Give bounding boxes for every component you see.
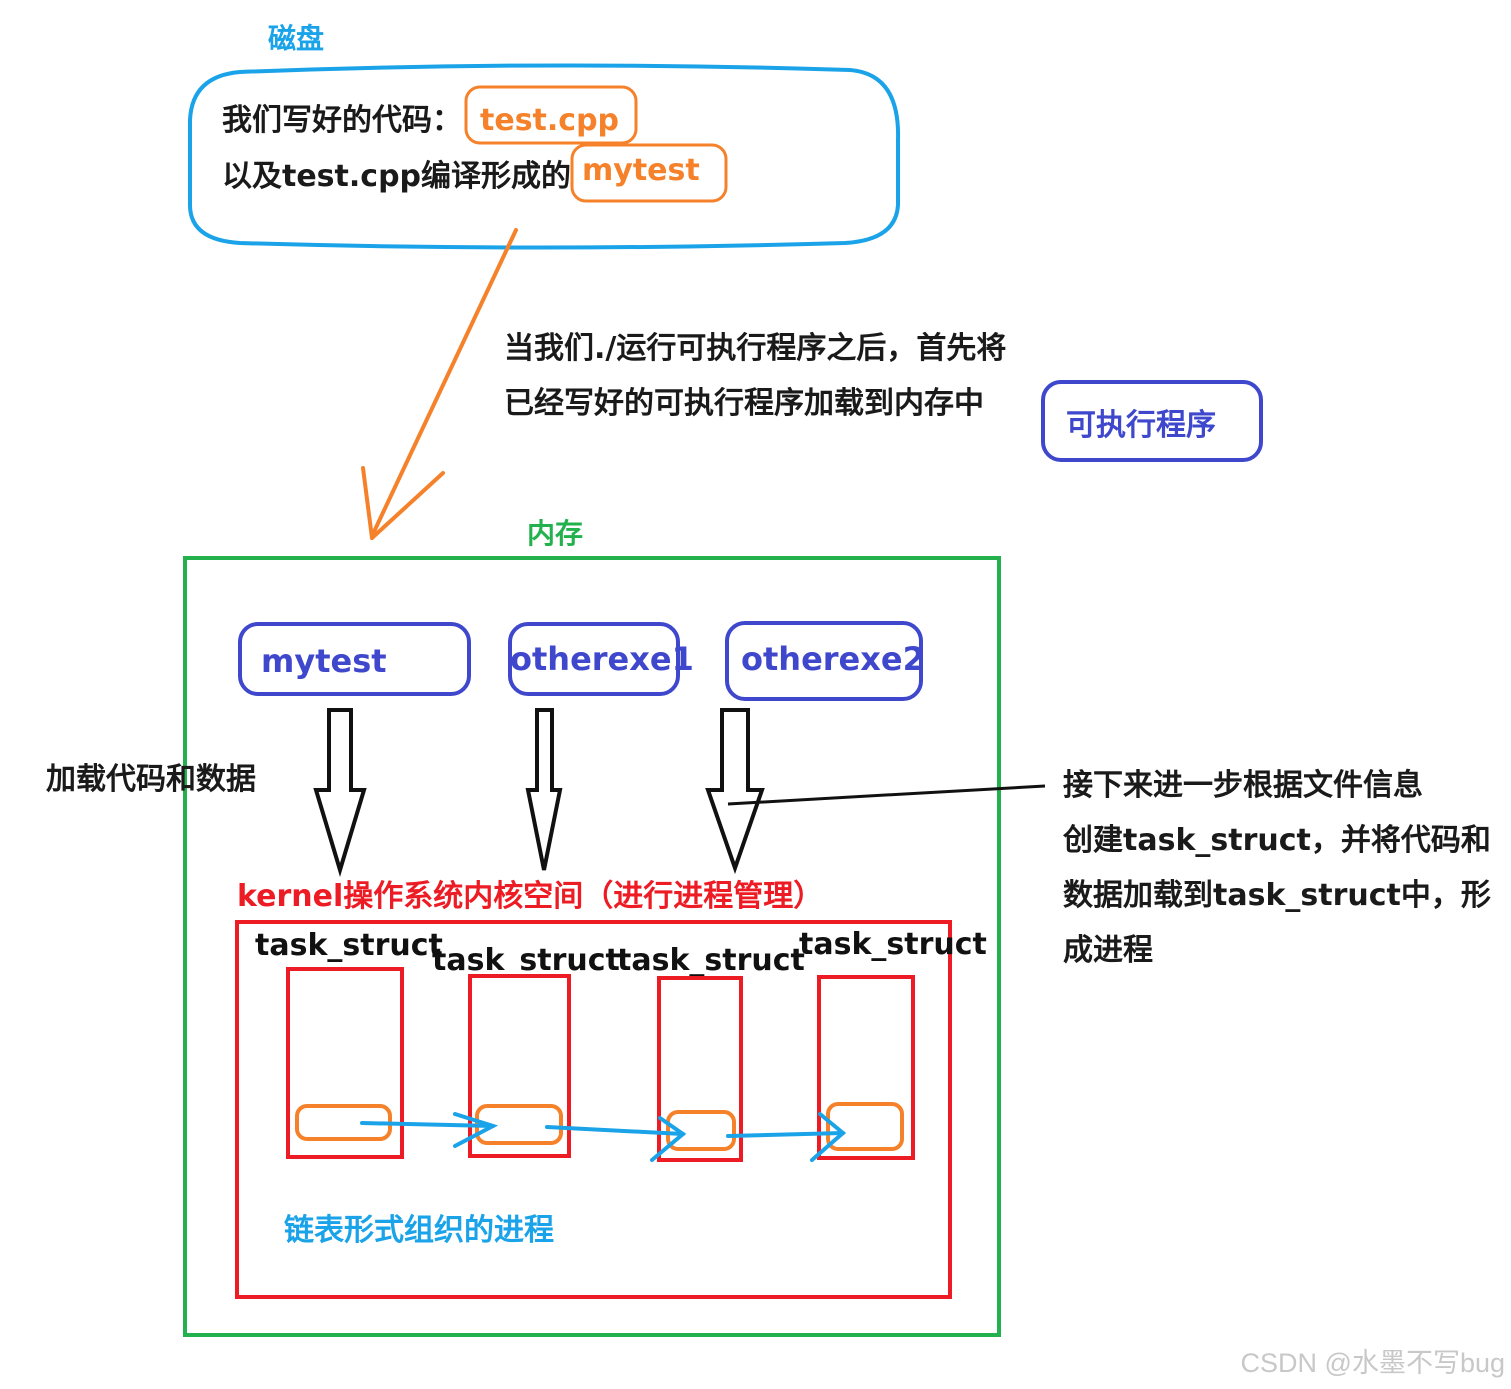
task-struct-label-3: task_struct	[617, 943, 805, 978]
program-label-mytest: mytest	[261, 642, 387, 680]
test-cpp-box	[464, 85, 638, 145]
task-struct-box-2	[468, 974, 571, 1158]
task-struct-label-1: task_struct	[255, 928, 443, 963]
program-box-otherexe1	[508, 622, 680, 696]
side-note-pointer	[727, 784, 1046, 806]
program-label-otherexe1: otherexe1	[510, 640, 694, 678]
watermark: CSDN @水墨不写bug	[1241, 1348, 1505, 1378]
load-code-data-label: 加载代码和数据	[46, 762, 256, 797]
program-box-otherexe2	[725, 621, 923, 701]
list-link-arrows	[360, 1112, 847, 1162]
kernel-space	[235, 920, 952, 1299]
side-note-line3: 数据加载到task_struct中，形	[1063, 878, 1491, 913]
list-node-3	[666, 1110, 736, 1151]
disk-line1: 我们写好的代码：	[222, 103, 462, 138]
side-note-line2: 创建task_struct，并将代码和	[1062, 823, 1491, 858]
task-struct-box-3	[657, 976, 743, 1162]
mytest-file: mytest	[582, 153, 700, 188]
memory-container	[183, 556, 1001, 1337]
side-note-line1: 接下来进一步根据文件信息	[1063, 768, 1423, 803]
list-node-4	[826, 1102, 904, 1151]
load-down-arrow-1	[313, 708, 367, 877]
task-struct-box-1	[286, 967, 404, 1159]
task-struct-label-2: task_struct	[432, 943, 620, 978]
load-down-arrow-2	[525, 708, 563, 871]
side-note-line4: 成进程	[1063, 933, 1153, 968]
disk-line2: 以及test.cpp编译形成的	[222, 159, 571, 194]
linked-list-label: 链表形式组织的进程	[284, 1213, 554, 1248]
disk-label: 磁盘	[268, 22, 324, 55]
executable-badge-box	[1041, 380, 1263, 462]
executable-badge: 可执行程序	[1066, 408, 1216, 443]
kernel-label: kernel操作系统内核空间（进行进程管理）	[237, 879, 823, 914]
task-struct-label-4: task_struct	[799, 927, 987, 962]
disk-container	[188, 63, 901, 250]
load-note-line1: 当我们./运行可执行程序之后，首先将	[504, 331, 1006, 366]
task-struct-box-4	[817, 975, 915, 1160]
load-down-arrow-3	[705, 708, 765, 875]
memory-label: 内存	[527, 517, 583, 550]
program-label-otherexe2: otherexe2	[741, 640, 925, 678]
mytest-file-box	[570, 143, 728, 203]
test-cpp-file: test.cpp	[480, 103, 619, 138]
load-arrow	[361, 228, 518, 540]
load-note-line2: 已经写好的可执行程序加载到内存中	[504, 386, 984, 421]
program-box-mytest	[238, 622, 471, 696]
